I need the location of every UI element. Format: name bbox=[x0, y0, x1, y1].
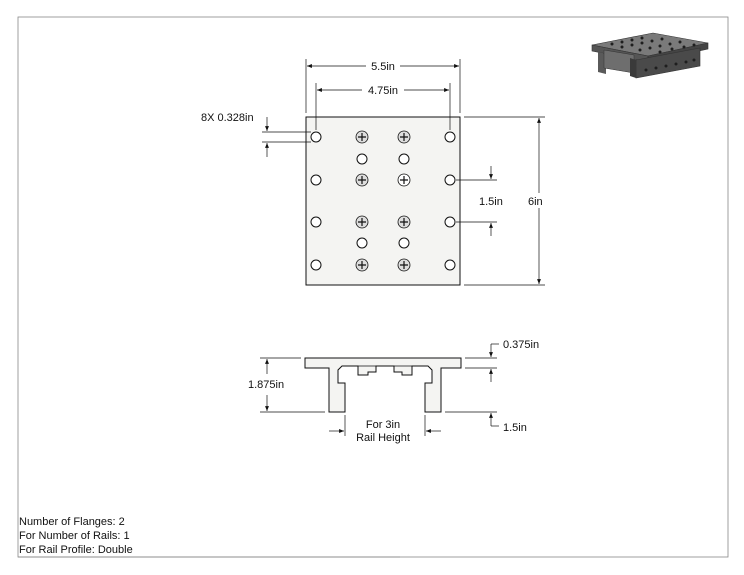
dim-overall-length bbox=[464, 116, 545, 286]
hole bbox=[398, 237, 410, 249]
screw-icon bbox=[355, 130, 369, 144]
screw-icon bbox=[397, 173, 411, 187]
screw-icon bbox=[355, 215, 369, 229]
screw-icon bbox=[397, 215, 411, 229]
dim-rail-gap bbox=[329, 415, 441, 436]
sheet-border bbox=[17, 16, 729, 558]
dim-plate-thickness-label: 0.375in bbox=[503, 339, 539, 351]
screw-heads bbox=[355, 130, 411, 272]
hole bbox=[356, 153, 368, 165]
hole bbox=[310, 174, 322, 186]
hole bbox=[310, 259, 322, 271]
screw-icon bbox=[355, 173, 369, 187]
dim-overall-width bbox=[305, 59, 461, 113]
dim-overall-height-label: 1.875in bbox=[248, 379, 284, 391]
note-flanges: Number of Flanges: 2 bbox=[19, 516, 125, 528]
dim-flange-gap bbox=[445, 411, 499, 427]
dim-flange-gap-label: 1.5in bbox=[503, 422, 527, 434]
dim-overall-length-label: 6in bbox=[528, 196, 543, 208]
isometric-view-image bbox=[591, 32, 709, 79]
screw-icon bbox=[397, 130, 411, 144]
hole bbox=[310, 216, 322, 228]
hole bbox=[444, 216, 456, 228]
top-view: 5.5in 4.75in 8X 0.328in 1.5in bbox=[201, 59, 545, 286]
hole bbox=[398, 153, 410, 165]
hole bbox=[444, 174, 456, 186]
dim-overall-height bbox=[260, 357, 325, 413]
note-rails: For Number of Rails: 1 bbox=[19, 530, 130, 542]
dim-hole-spacing bbox=[315, 83, 451, 130]
hole bbox=[356, 237, 368, 249]
rail-note-line2: Rail Height bbox=[356, 432, 410, 444]
mounting-holes bbox=[310, 131, 456, 271]
dim-hole-pitch bbox=[456, 166, 497, 236]
dim-overall-width-label: 5.5in bbox=[371, 61, 395, 73]
hole bbox=[444, 259, 456, 271]
dim-hole-spacing-label: 4.75in bbox=[368, 85, 398, 97]
plate-outline bbox=[305, 116, 461, 286]
rail-note-line1: For 3in bbox=[366, 419, 400, 431]
hole bbox=[310, 131, 322, 143]
dim-hole-diameter bbox=[262, 117, 311, 157]
dim-hole-diameter-label: 8X 0.328in bbox=[201, 112, 254, 124]
dim-plate-thickness bbox=[465, 343, 499, 382]
note-rail-profile: For Rail Profile: Double bbox=[19, 544, 133, 556]
hole bbox=[444, 131, 456, 143]
screw-icon bbox=[397, 258, 411, 272]
screw-icon bbox=[355, 258, 369, 272]
side-view: 0.375in 1.875in 1.5in For 3in Rail Heigh… bbox=[248, 339, 539, 444]
dim-hole-pitch-label: 1.5in bbox=[479, 196, 503, 208]
